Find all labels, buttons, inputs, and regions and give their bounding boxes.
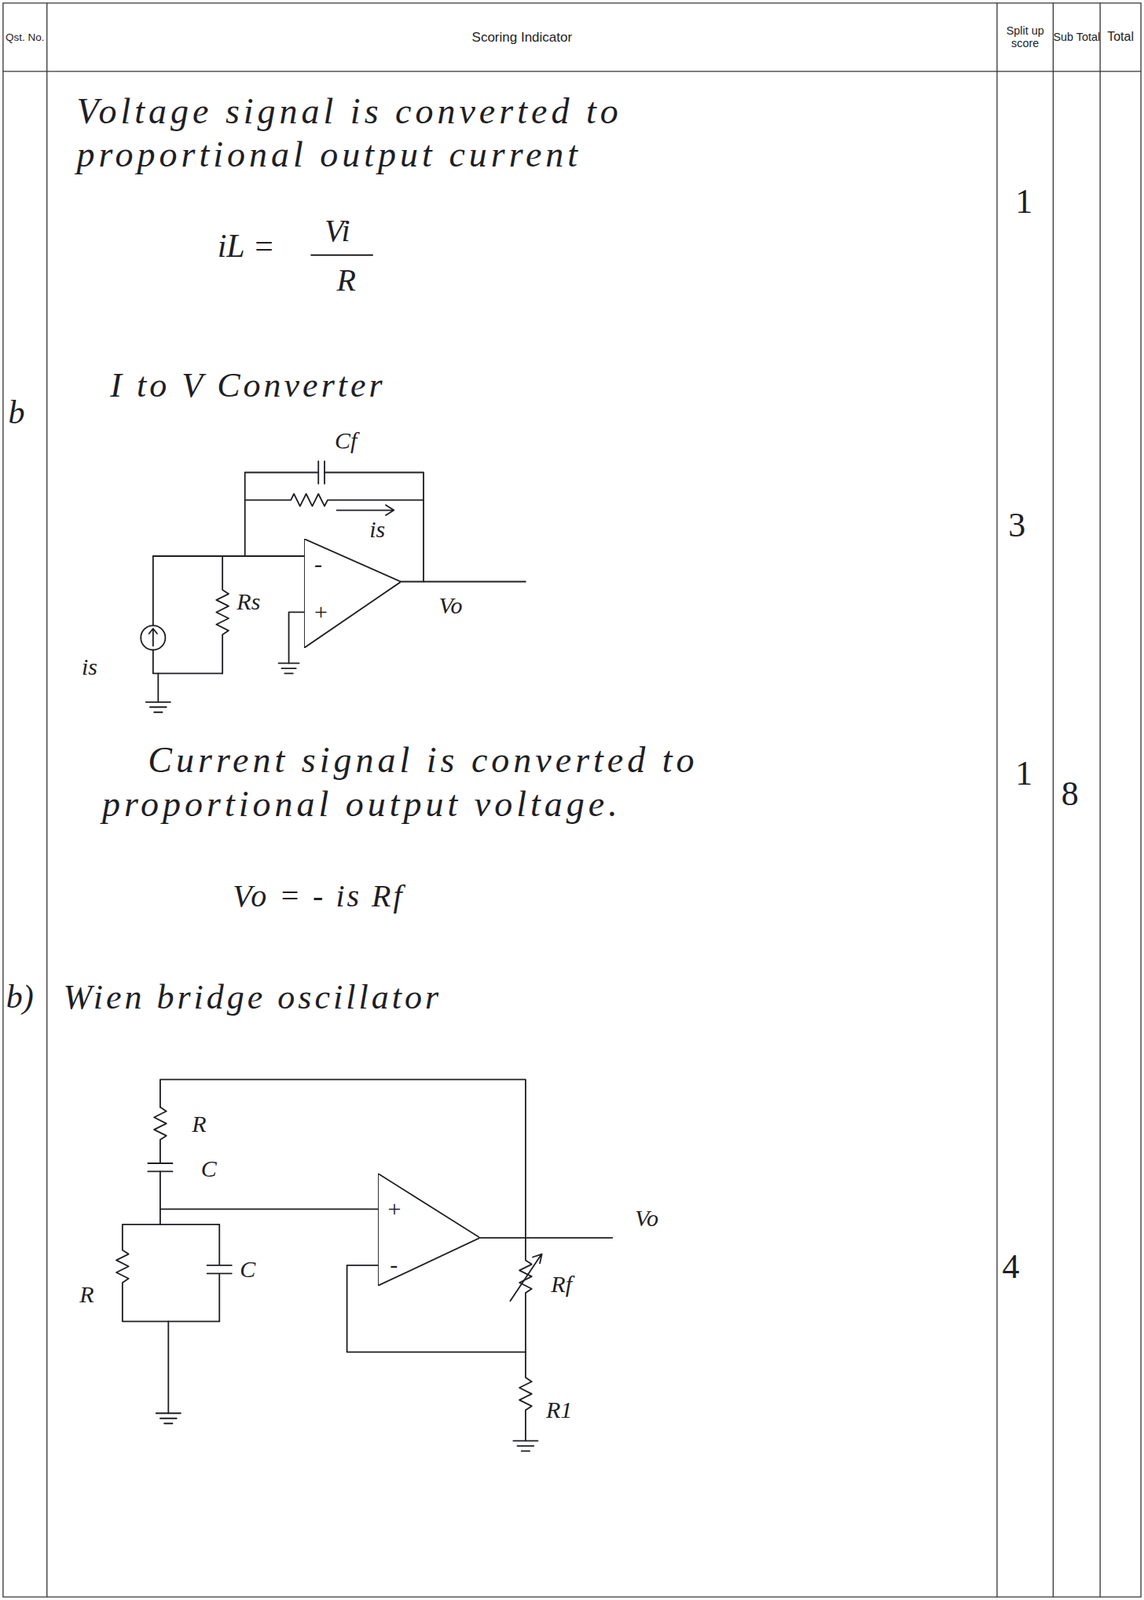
ground-symbol	[146, 702, 171, 713]
handwritten-text: b	[7, 392, 25, 433]
handwritten-text: is	[81, 652, 98, 682]
handwritten-text: C	[201, 1155, 217, 1184]
handwritten-text: R	[337, 261, 356, 300]
handwritten-text: R	[191, 1110, 206, 1139]
header-text: Total	[1107, 29, 1134, 44]
ground-wire	[157, 673, 159, 702]
handwritten-text: Current signal is converted to proportio…	[102, 738, 794, 825]
score-number: 1	[1015, 181, 1033, 224]
handwritten-text: Vo	[439, 591, 463, 620]
fraction-bar	[311, 254, 373, 257]
pin-sign: +	[314, 600, 328, 624]
handwritten-text: Cf	[334, 426, 357, 455]
resistor-symbol	[245, 494, 424, 507]
output-wire	[479, 1237, 613, 1240]
potentiometer-arrow	[509, 1254, 542, 1302]
input-wire	[153, 555, 305, 558]
opamp-symbol: -+	[304, 539, 401, 649]
ground-symbol	[278, 663, 300, 674]
opamp-symbol: +-	[377, 1173, 481, 1287]
feedback-wire	[160, 1079, 526, 1238]
handwritten-text: Voltage signal is converted to proportio…	[76, 89, 784, 176]
pin-sign: -	[389, 1253, 398, 1277]
header-text: Scoring Indicator	[472, 29, 573, 46]
score-number: 4	[1001, 1246, 1020, 1289]
handwritten-text: b)	[6, 977, 34, 1017]
handwritten-text: C	[239, 1255, 256, 1284]
output-wire	[400, 581, 525, 583]
handwritten-text: iL =	[217, 226, 275, 266]
header-text: Sub Total	[1052, 30, 1100, 44]
score-number: 1	[1015, 753, 1033, 796]
table-border	[3, 3, 1141, 1598]
source-arrow	[149, 628, 158, 646]
resistor-symbol	[154, 1107, 167, 1164]
table-grid	[3, 3, 1141, 1598]
feedback-wire	[245, 472, 424, 582]
input-wire	[160, 1209, 378, 1211]
header-cell: Split up score	[997, 3, 1053, 72]
header-text: Qst. No.	[5, 31, 45, 44]
capacitor-symbol	[207, 1224, 232, 1322]
header-text: Split up score	[997, 24, 1053, 51]
resistor-symbol	[519, 1352, 532, 1441]
handwritten-text: Vo	[634, 1204, 659, 1233]
handwritten-text: Rs	[236, 587, 261, 616]
resistor-symbol	[216, 556, 229, 674]
handwritten-text: I to V Converter	[110, 365, 385, 407]
handwritten-text: R1	[546, 1396, 572, 1425]
header-cell: Total	[1100, 3, 1141, 72]
feedback-wire	[347, 1265, 526, 1353]
handwritten-text: Rf	[550, 1270, 572, 1299]
handwritten-text: Vo = - is Rf	[232, 877, 405, 916]
header-cell: Sub Total	[1052, 3, 1100, 72]
source-wire	[153, 556, 223, 674]
score-number: 3	[1008, 505, 1026, 547]
header-cell: Scoring Indicator	[47, 3, 998, 72]
handwritten-text: Vi	[324, 212, 351, 250]
score-number: 8	[1061, 773, 1079, 816]
handwritten-text: R	[79, 1280, 94, 1309]
ground-wire	[289, 612, 305, 664]
current-arrow	[337, 505, 395, 516]
wire	[159, 1171, 162, 1225]
pin-sign: -	[314, 552, 323, 576]
ground-symbol	[513, 1441, 538, 1452]
potentiometer-symbol	[519, 1238, 532, 1353]
header-rule	[3, 70, 1141, 72]
opamp-triangle	[304, 539, 401, 649]
ground-symbol	[156, 1413, 181, 1424]
handwritten-text: Wien bridge oscillator	[63, 977, 443, 1020]
handwriting-ink	[116, 255, 613, 1452]
header-cell: Qst. No.	[3, 3, 48, 72]
pin-sign: +	[388, 1197, 402, 1221]
column-rule	[47, 3, 1100, 1598]
current-source-symbol	[140, 625, 165, 650]
handwritten-text: is	[369, 515, 385, 544]
resistor-symbol	[116, 1224, 220, 1322]
capacitor-symbol	[318, 461, 325, 484]
opamp-triangle	[377, 1173, 481, 1287]
ground-wire	[167, 1321, 169, 1414]
capacitor-symbol	[147, 1163, 173, 1172]
